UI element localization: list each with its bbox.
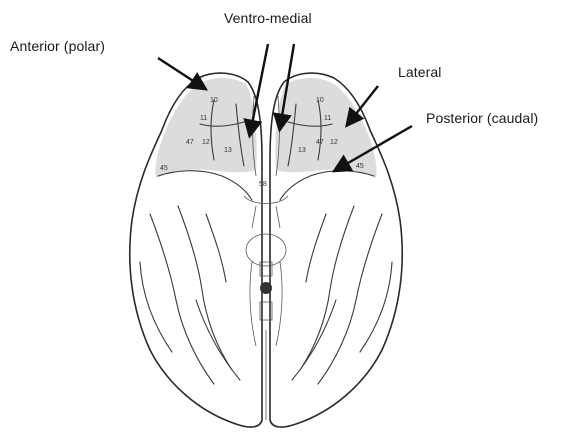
- area-label: 12: [330, 139, 338, 146]
- area-label: 58: [259, 181, 267, 188]
- area-label: 12: [202, 139, 210, 146]
- area-label: 10: [210, 97, 218, 104]
- area-label: 10: [316, 97, 324, 104]
- area-label: 47: [186, 139, 194, 146]
- area-label: 11: [200, 115, 207, 122]
- medulla-dark-spot: [260, 282, 272, 294]
- arrow-anterior: [158, 58, 204, 88]
- area-label: 13: [224, 147, 232, 154]
- area-label: 45: [160, 165, 168, 172]
- area-label: 11: [324, 115, 331, 122]
- area-label: 47: [316, 139, 324, 146]
- left-orbitofrontal-region: [155, 78, 256, 178]
- area-label: 45: [356, 163, 364, 170]
- area-label: 13: [298, 147, 306, 154]
